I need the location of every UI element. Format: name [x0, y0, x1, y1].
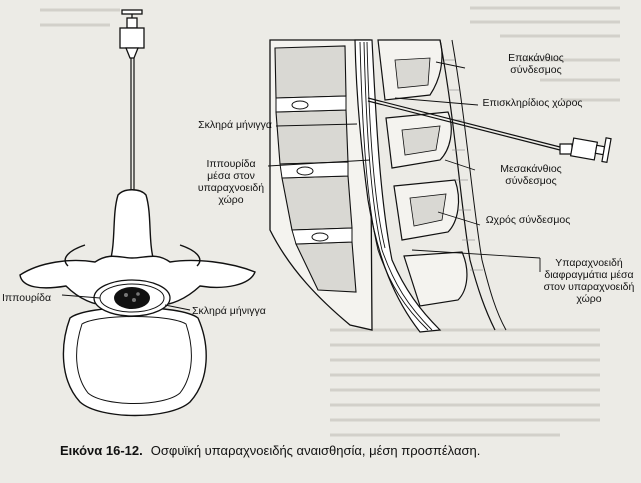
label-supraspinous-ligament: Επακάνθιος σύνδεσμος — [508, 52, 564, 76]
syringe-diagonal — [367, 97, 612, 164]
label-cauda-equina-left: Ιππουρίδα — [2, 292, 52, 304]
background-text-lines — [40, 6, 620, 437]
leader-lines-right — [267, 61, 541, 272]
figure-caption: Εικόνα 16-12. Οσφυϊκή υπαραχνοειδής αναισ… — [60, 443, 480, 458]
spine-sagittal — [269, 39, 507, 333]
figure-caption-text: Οσφυϊκή υπαραχνοειδής αναισθησία, μέση π… — [150, 443, 481, 458]
label-cauda-equina-subarachnoid: Ιππουρίδα μέσα στον υπαραχνοειδή χώρο — [197, 158, 265, 206]
leader-lines-left — [61, 294, 191, 311]
figure-number: Εικόνα 16-12. — [60, 443, 143, 458]
label-epidural-space: Επισκληρίδιος χώρος — [482, 97, 583, 109]
label-subarachnoid-septa: Υπαραχνοειδή διαφραγμάτια μέσα στον υπαρ… — [543, 257, 635, 305]
label-ligamentum-flavum: Ωχρός σύνδεσμος — [485, 214, 571, 226]
cauda-equina-axial — [93, 279, 171, 317]
label-dura-mater-bottom: Σκληρά μήνιγγα — [192, 305, 266, 317]
label-dura-mater-top: Σκληρά μήνιγγα — [198, 119, 272, 131]
label-interspinous-ligament: Μεσακάνθιος σύνδεσμος — [500, 163, 562, 187]
